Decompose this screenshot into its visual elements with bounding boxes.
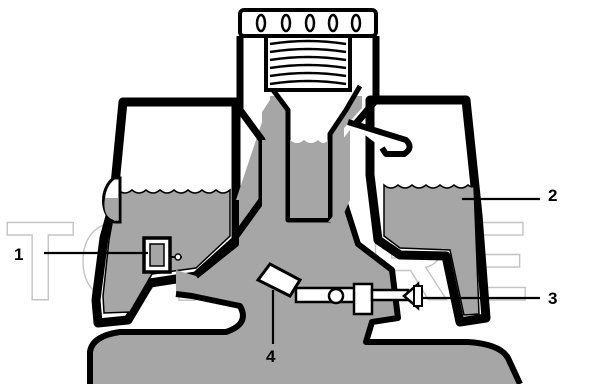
callout-label-2: 2	[548, 186, 557, 205]
valve-inner	[150, 244, 164, 266]
valve-pin	[175, 254, 181, 260]
callout-label-1: 1	[14, 245, 23, 264]
callout-label-3: 3	[548, 289, 557, 308]
needle-head	[414, 286, 422, 306]
needle-shaft	[372, 290, 408, 300]
inner-tube-fluid	[290, 140, 328, 218]
lever-bracket	[354, 284, 372, 314]
lever-pivot	[329, 289, 343, 303]
callout-label-4: 4	[266, 347, 276, 366]
